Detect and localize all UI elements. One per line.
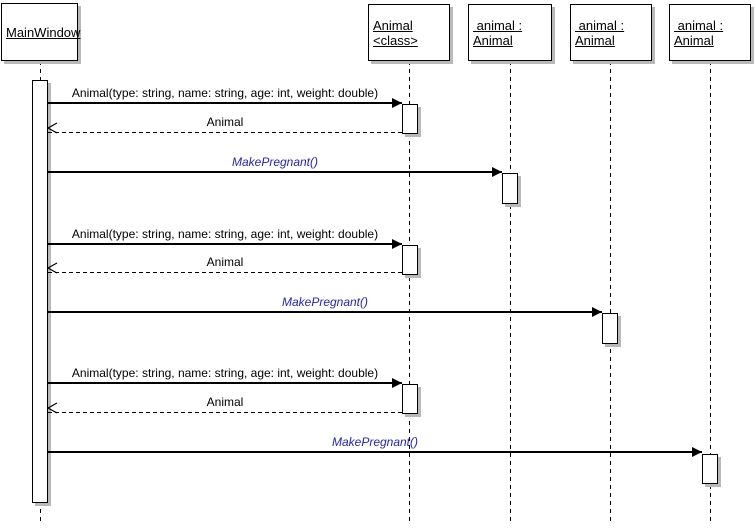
message-label: Animal bbox=[206, 395, 244, 409]
message-label: Animal(type: string, name: string, age: … bbox=[71, 86, 379, 100]
message-line bbox=[48, 272, 402, 273]
message-return-animal-1[interactable]: Animal bbox=[46, 115, 402, 134]
activation-animal-2[interactable] bbox=[602, 313, 618, 344]
message-label: Animal bbox=[206, 255, 244, 269]
message-makepregnant-2[interactable]: MakePregnant() bbox=[48, 295, 602, 317]
participant-animal-3[interactable]: animal : Animal bbox=[669, 4, 751, 61]
participant-animal-2[interactable]: animal : Animal bbox=[570, 4, 652, 61]
participant-label: animal : bbox=[473, 17, 523, 33]
call-arrowhead-icon bbox=[392, 378, 402, 388]
return-arrowhead-icon bbox=[46, 401, 59, 419]
message-makepregnant-3[interactable]: MakePregnant() bbox=[48, 435, 702, 457]
lifeline-animal-2[interactable] bbox=[610, 61, 611, 525]
message-line bbox=[48, 171, 502, 173]
participant-label: animal : bbox=[674, 17, 724, 33]
participant-label: Animal bbox=[674, 32, 714, 48]
message-return-animal-3[interactable]: Animal bbox=[46, 395, 402, 414]
message-animal-ctor-3[interactable]: Animal(type: string, name: string, age: … bbox=[48, 366, 402, 388]
participant-label: Animal bbox=[575, 32, 615, 48]
message-label: MakePregnant() bbox=[231, 155, 319, 169]
participant-label: animal : bbox=[575, 17, 625, 33]
return-arrowhead-icon bbox=[46, 121, 59, 139]
message-line bbox=[48, 132, 402, 133]
participant-label: Animal bbox=[373, 17, 413, 33]
participant-label: <class> bbox=[373, 32, 418, 48]
message-line bbox=[48, 451, 702, 453]
message-return-animal-2[interactable]: Animal bbox=[46, 255, 402, 274]
message-label: Animal(type: string, name: string, age: … bbox=[71, 366, 379, 380]
participant-mainwindow[interactable]: MainWindow bbox=[1, 3, 81, 61]
call-arrowhead-icon bbox=[492, 167, 502, 177]
participant-label: MainWindow bbox=[6, 24, 81, 40]
call-arrowhead-icon bbox=[392, 239, 402, 249]
activation-animal-1[interactable] bbox=[502, 173, 518, 204]
message-line bbox=[48, 243, 402, 245]
lifeline-animal-1[interactable] bbox=[510, 61, 511, 525]
activation-animal-class-3[interactable] bbox=[402, 384, 418, 414]
participant-animal-class[interactable]: Animal <class> bbox=[368, 4, 450, 61]
activation-animal-class-2[interactable] bbox=[402, 245, 418, 275]
message-line bbox=[48, 412, 402, 413]
call-arrowhead-icon bbox=[592, 307, 602, 317]
lifeline-animal-class[interactable] bbox=[409, 61, 410, 525]
activation-mainwindow[interactable] bbox=[32, 80, 48, 503]
message-label: MakePregnant() bbox=[331, 435, 419, 449]
call-arrowhead-icon bbox=[392, 98, 402, 108]
message-line bbox=[48, 311, 602, 313]
message-line bbox=[48, 382, 402, 384]
message-label: Animal bbox=[206, 115, 244, 129]
participant-animal-1[interactable]: animal : Animal bbox=[468, 4, 552, 61]
participant-label: Animal bbox=[473, 32, 513, 48]
activation-animal-3[interactable] bbox=[702, 454, 718, 484]
message-label: MakePregnant() bbox=[281, 295, 369, 309]
lifeline-animal-3[interactable] bbox=[710, 61, 711, 525]
message-animal-ctor-2[interactable]: Animal(type: string, name: string, age: … bbox=[48, 227, 402, 249]
message-animal-ctor-1[interactable]: Animal(type: string, name: string, age: … bbox=[48, 86, 402, 108]
message-label: Animal(type: string, name: string, age: … bbox=[71, 227, 379, 241]
return-arrowhead-icon bbox=[46, 261, 59, 279]
message-line bbox=[48, 102, 402, 104]
activation-animal-class-1[interactable] bbox=[402, 104, 418, 134]
message-makepregnant-1[interactable]: MakePregnant() bbox=[48, 155, 502, 177]
call-arrowhead-icon bbox=[692, 447, 702, 457]
